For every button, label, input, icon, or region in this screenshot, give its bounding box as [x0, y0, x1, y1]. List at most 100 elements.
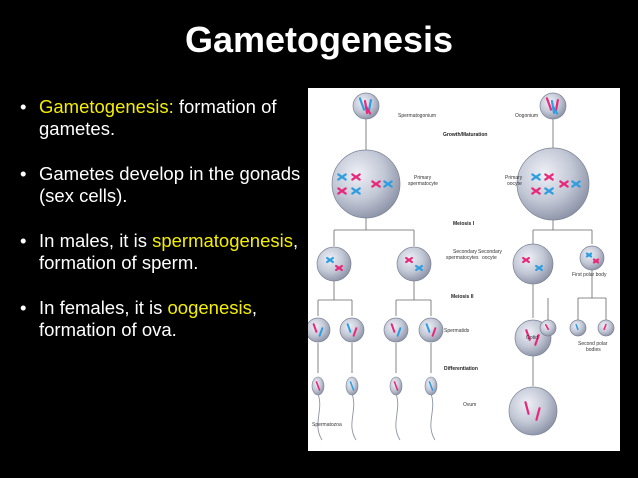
cell-membrane [418, 317, 444, 343]
cell-primary-spermatocyte [331, 149, 401, 219]
label-secondary-spermatocytes: Secondary [453, 249, 477, 255]
label-oogonium: Oogonium [515, 113, 538, 119]
chromosome [522, 256, 530, 264]
chromosome [346, 323, 352, 333]
chromosome [335, 264, 343, 272]
bullet-text: spermatogenesis [152, 230, 293, 251]
chromosome [544, 187, 554, 195]
cell-membrane [579, 245, 605, 271]
label-differentiation: Differentiation [444, 366, 478, 372]
bullet-dot: • [20, 96, 27, 117]
bullet-dot: • [20, 230, 27, 251]
cell-second-polar-body [597, 319, 615, 337]
cell-primary-oocyte [516, 147, 590, 221]
cell-membrane [316, 246, 352, 282]
cell-membrane [331, 149, 401, 219]
cell-oogonium [539, 92, 567, 120]
label-spermatogonium: Spermatogonium [398, 113, 436, 119]
cell-membrane [597, 319, 615, 337]
chromosome [351, 173, 361, 181]
cell-membrane [396, 246, 432, 282]
chromosome [535, 407, 541, 421]
cell-membrane [512, 243, 554, 285]
chromosome [544, 324, 550, 330]
sperm-tail [430, 393, 436, 441]
chromosome [396, 327, 402, 337]
chromosome [351, 187, 361, 195]
cell-layer [308, 92, 615, 436]
sperm-tail [395, 393, 401, 441]
bullet-text: , formation of sperm. [39, 230, 299, 273]
label-first-polar-body: First polar body [572, 272, 607, 278]
label-primary-oocyte: oocyte [507, 181, 522, 187]
bullet-text: , formation of ova. [39, 297, 257, 340]
chromosome [371, 180, 381, 188]
bullet-text: Gametogenesis: [39, 96, 174, 117]
label-spermatids: Spermatids [444, 328, 470, 334]
chromosome [428, 381, 434, 391]
label-meiosis-1: Meiosis I [453, 221, 475, 227]
bullet-item: • Gametogenesis: formation of gametes. [20, 96, 304, 140]
chromosome [315, 381, 321, 391]
spermatozoon [345, 376, 359, 441]
cell-membrane [508, 386, 558, 436]
label-ootid: Ootid [526, 335, 538, 341]
lineage-lines [317, 119, 607, 386]
chromosome [390, 323, 396, 333]
label-primary-spermatocyte: Primary [414, 175, 432, 181]
chromosome [531, 187, 541, 195]
cell-second-polar-body [569, 319, 587, 337]
chromosome [585, 252, 593, 258]
chromosome [431, 327, 437, 337]
bullet-item: • In males, it is spermatogenesis, forma… [20, 230, 304, 274]
chromosome [312, 323, 318, 333]
label-ovum: Ovum [463, 402, 476, 408]
bullet-dot: • [20, 163, 27, 184]
diagram-svg: Spermatogonium Oogonium Growth/Maturatio… [308, 92, 615, 441]
label-secondary-oocyte: Secondary [478, 249, 502, 255]
chromosome [531, 173, 541, 181]
bullet-item: • Gametes develop in the gonads (sex cel… [20, 163, 304, 207]
chromosome [603, 323, 607, 331]
slide-title: Gametogenesis [184, 19, 454, 60]
cell-ovum [508, 386, 558, 436]
bullet-text: In males, it is [39, 230, 153, 251]
cell-first-polar-body [579, 245, 605, 271]
cell-spermatid [339, 317, 365, 343]
chromosome [405, 256, 413, 264]
bullet-dot: • [20, 297, 27, 318]
spermatozoon [389, 376, 403, 441]
chromosome [575, 323, 579, 331]
chromosome [349, 381, 355, 391]
chromosome [524, 401, 530, 415]
sperm-tail [317, 393, 323, 441]
label-meiosis-2: Meiosis II [451, 294, 474, 300]
cell-secondary-spermatocyte [316, 246, 352, 282]
chromosome [545, 97, 553, 111]
chromosome [337, 187, 347, 195]
label-primary-spermatocyte: spermatocyte [408, 181, 438, 187]
spermatozoon [424, 376, 438, 441]
chromosome [555, 98, 559, 112]
label-growth: Growth/Maturation [443, 132, 487, 138]
chromosome [358, 97, 366, 111]
chromosome [525, 329, 531, 341]
cell-secondary-spermatocyte [396, 246, 432, 282]
cell-second-polar-body [539, 319, 557, 337]
chromosome [551, 105, 559, 115]
label-secondary-spermatocytes: spermatocytes [446, 255, 479, 261]
cell-membrane [383, 317, 409, 343]
cell-membrane [339, 317, 365, 343]
chromosome [364, 105, 372, 115]
bullet-text: oogenesis [167, 297, 252, 318]
label-second-polar: Second polar [578, 341, 608, 347]
cell-membrane [308, 317, 331, 343]
label-primary-oocyte: Primary [505, 175, 523, 181]
cell-secondary-oocyte [512, 243, 554, 285]
chromosome [544, 173, 554, 181]
chromosome [415, 264, 423, 272]
label-spermatozoa: Spermatozoa [312, 422, 342, 428]
bullet-text: Gametes develop in the gonads (sex cells… [39, 163, 301, 206]
chromosome [352, 327, 358, 337]
chromosome [337, 173, 347, 181]
